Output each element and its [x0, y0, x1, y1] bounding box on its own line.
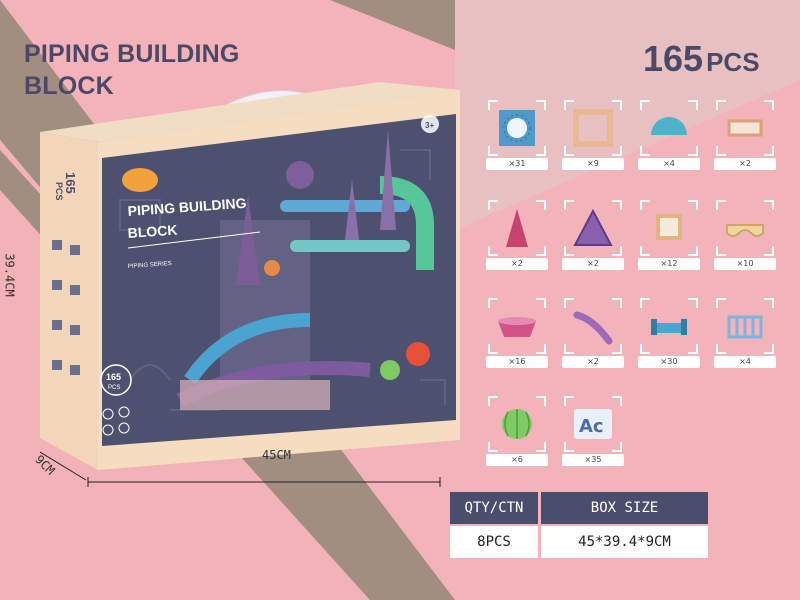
box-badge-unit: PCS — [108, 385, 120, 391]
part-item: ×2 — [562, 200, 624, 272]
part-quantity: ×2 — [714, 158, 776, 170]
age-badge: 3+ — [425, 121, 434, 130]
half-circle-icon — [651, 117, 687, 135]
qty-per-carton-header: QTY/CTN — [450, 492, 538, 524]
part-quantity: ×9 — [562, 158, 624, 170]
part-item: ×9 — [562, 100, 624, 172]
packing-info-table: QTY/CTN BOX SIZE 8PCS 45*39.4*9CM — [450, 492, 708, 558]
box-badge-number: 165 — [106, 372, 121, 382]
part-quantity: ×4 — [714, 356, 776, 368]
part-quantity: ×16 — [486, 356, 548, 368]
tall-triangle-icon — [506, 209, 528, 247]
part-item: ×31 — [486, 100, 548, 172]
ball-icon — [502, 409, 532, 439]
rectangle-frame-icon — [727, 119, 763, 137]
part-item: ×2 — [486, 200, 548, 272]
part-item: ×12 — [638, 200, 700, 272]
curved-connector-icon — [726, 224, 764, 237]
part-item: ×2 — [714, 100, 776, 172]
part-quantity: ×10 — [714, 258, 776, 270]
qty-per-carton-value: 8PCS — [450, 526, 538, 558]
piece-count-unit: PCS — [706, 47, 760, 77]
letter-card-label: Ac — [579, 416, 604, 437]
part-quantity: ×30 — [638, 356, 700, 368]
part-quantity: ×6 — [486, 454, 548, 466]
straight-track-icon — [651, 319, 687, 335]
part-quantity: ×2 — [562, 258, 624, 270]
width-dimension: 45CM — [262, 448, 291, 462]
round-window-square-icon — [499, 110, 535, 146]
part-quantity: ×4 — [638, 158, 700, 170]
box-size-value: 45*39.4*9CM — [541, 526, 708, 558]
part-quantity: ×31 — [486, 158, 548, 170]
piece-count-number: 165 — [643, 38, 704, 79]
title-line-1: PIPING BUILDING — [24, 40, 240, 68]
bowl-track-icon — [498, 317, 536, 337]
product-box-illustration: PIPING BUILDING BLOCK PIPING SERIES 3+ 1… — [40, 82, 460, 487]
part-item: Ac ×35 — [562, 396, 624, 468]
side-count-unit: PCS — [54, 182, 64, 201]
part-item: ×16 — [486, 298, 548, 370]
part-quantity: ×2 — [486, 258, 548, 270]
part-quantity: ×2 — [562, 356, 624, 368]
letter-card-icon: Ac — [574, 409, 612, 439]
slide-tube-icon — [573, 311, 613, 345]
small-square-frame-icon — [656, 214, 682, 240]
box-series-label: PIPING SERIES — [128, 261, 172, 270]
part-item: ×6 — [486, 396, 548, 468]
dimension-lines — [40, 451, 441, 487]
page-title: PIPING BUILDING BLOCK — [24, 38, 240, 102]
height-dimension: 39.4CM — [2, 253, 17, 297]
part-quantity: ×35 — [562, 454, 624, 466]
box-size-header: BOX SIZE — [541, 492, 708, 524]
title-line-2: BLOCK — [24, 72, 114, 100]
part-item: ×10 — [714, 200, 776, 272]
part-item: ×2 — [562, 298, 624, 370]
part-item: ×30 — [638, 298, 700, 370]
part-item: ×4 — [714, 298, 776, 370]
triangle-icon — [573, 208, 613, 246]
side-count-number: 165 — [63, 172, 78, 194]
part-item: ×4 — [638, 100, 700, 172]
part-quantity: ×12 — [638, 258, 700, 270]
box-title-line-2: BLOCK — [127, 222, 178, 241]
fence-track-icon — [727, 315, 763, 339]
square-frame-icon — [573, 109, 613, 147]
